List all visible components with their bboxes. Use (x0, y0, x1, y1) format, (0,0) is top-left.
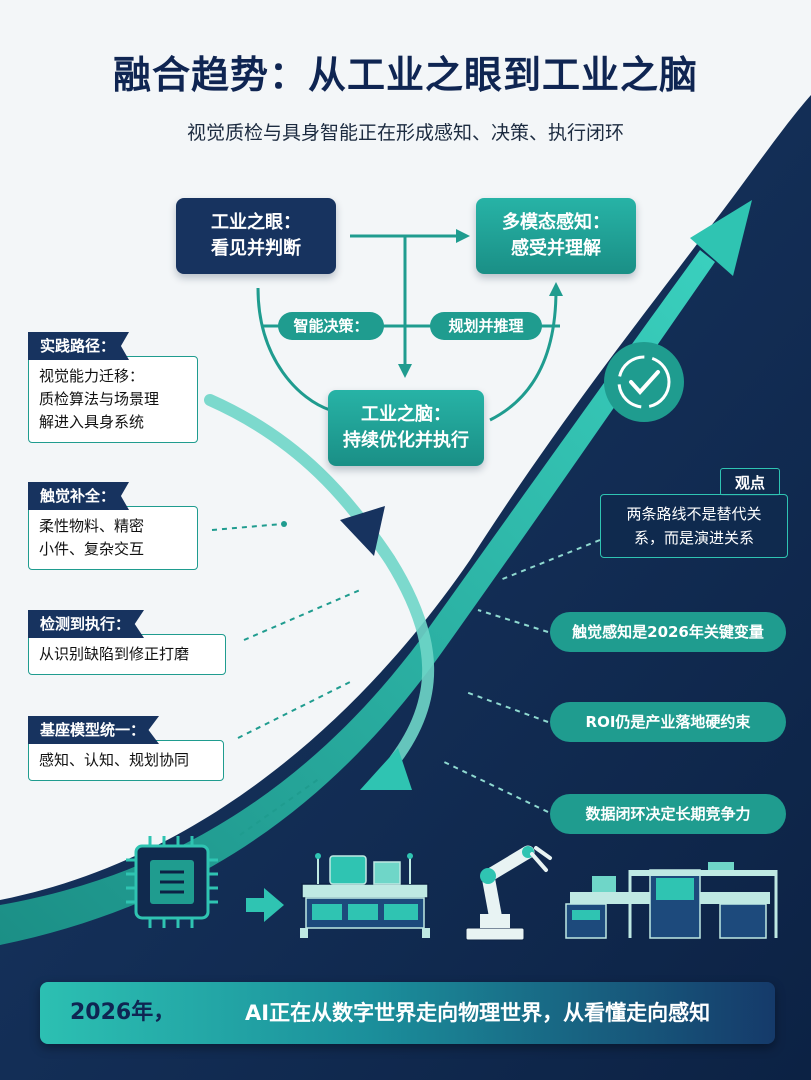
inspection-station-icon (300, 853, 430, 938)
card-tactile-complement: 触觉补全： 柔性物料、精密 小件、复杂交互 (28, 482, 198, 570)
viewpoint-tag: 观点 (720, 468, 781, 496)
flow-arrowhead-up (549, 282, 563, 296)
card-line: 感知、认知、规划协同 (39, 751, 190, 769)
s-curve-line (204, 394, 435, 766)
card-practice-path-body: 视觉能力迁移： 质检算法与场景理 解进入具身系统 (28, 356, 198, 443)
point-roi-constraint: ROI仍是产业落地硬约束 (550, 702, 786, 742)
node-industrial-brain: 工业之脑： 持续优化并执行 (328, 390, 484, 466)
s-curve-arrow-down (360, 748, 412, 790)
decision-pill: 智能决策： (278, 312, 384, 340)
connector-dot (281, 521, 287, 527)
card-detect-body: 从识别缺陷到修正打磨 (28, 634, 226, 675)
planning-pill: 规划并推理 (430, 312, 542, 340)
left-dashed-connectors (211, 523, 361, 836)
node-multimodal-title: 多模态感知： (502, 212, 610, 233)
card-foundation-model: 基座模型统一： 感知、认知、规划协同 (28, 716, 224, 781)
banner-text: AI正在从数字世界走向物理世界，从看懂走向感知 (245, 1001, 711, 1025)
node-industrial-eye-desc: 看见并判断 (211, 238, 301, 259)
viewpoint-line: 系，而是演进关系 (633, 529, 754, 547)
card-line: 视觉能力迁移： (39, 367, 145, 385)
page-subtitle: 视觉质检与具身智能正在形成感知、决策、执行闭环 (186, 122, 624, 144)
card-foundation-tag: 基座模型统一： (28, 716, 160, 744)
node-multimodal-perception: 多模态感知： 感受并理解 (476, 198, 636, 274)
card-line: 质检算法与场景理 (39, 390, 160, 408)
card-line: 从识别缺陷到修正打磨 (39, 645, 190, 663)
card-practice-path: 实践路径： 视觉能力迁移： 质检算法与场景理 解进入具身系统 (28, 332, 198, 443)
s-curve-arrow-up (340, 506, 385, 556)
card-foundation-body: 感知、认知、规划协同 (28, 740, 224, 781)
card-line: 小件、复杂交互 (39, 540, 145, 558)
page-title: 融合趋势：从工业之眼到工业之脑 (112, 53, 698, 97)
card-tactile-tag: 触觉补全： (28, 482, 130, 510)
point-data-loop: 数据闭环决定长期竞争力 (550, 794, 786, 834)
point-tactile-key-variable: 触觉感知是2026年关键变量 (550, 612, 786, 652)
viewpoint-line: 两条路线不是替代关 (626, 505, 762, 523)
node-industrial-eye: 工业之眼： 看见并判断 (176, 198, 336, 274)
check-cycle-icon (604, 342, 684, 422)
node-industrial-brain-desc: 持续优化并执行 (343, 430, 469, 451)
robot-arm-icon (465, 845, 552, 941)
card-tactile-body: 柔性物料、精密 小件、复杂交互 (28, 506, 198, 570)
node-industrial-brain-title: 工业之脑： (361, 404, 451, 425)
flow-arrowhead-right (456, 229, 470, 243)
bottom-banner: 2026年， AI正在从数字世界走向物理世界，从看懂走向感知 (40, 982, 775, 1044)
arrow-right-icon (246, 888, 284, 922)
card-detect-to-execute: 检测到执行： 从识别缺陷到修正打磨 (28, 610, 226, 675)
right-dashed-connectors (439, 539, 601, 813)
flow-arrowhead-down (398, 364, 412, 378)
card-line: 柔性物料、精密 (39, 517, 145, 535)
card-detect-tag: 检测到执行： (28, 610, 145, 638)
chip-icon (126, 836, 218, 928)
node-multimodal-desc: 感受并理解 (511, 238, 601, 259)
growth-arrow-head (690, 200, 752, 276)
production-line-icon (565, 862, 778, 939)
node-industrial-eye-title: 工业之眼： (211, 212, 301, 233)
viewpoint-box: 两条路线不是替代关 系，而是演进关系 (600, 494, 788, 558)
card-line: 解进入具身系统 (39, 413, 145, 431)
banner-year: 2026年， (70, 1000, 176, 1025)
card-practice-path-tag: 实践路径： (28, 332, 130, 360)
